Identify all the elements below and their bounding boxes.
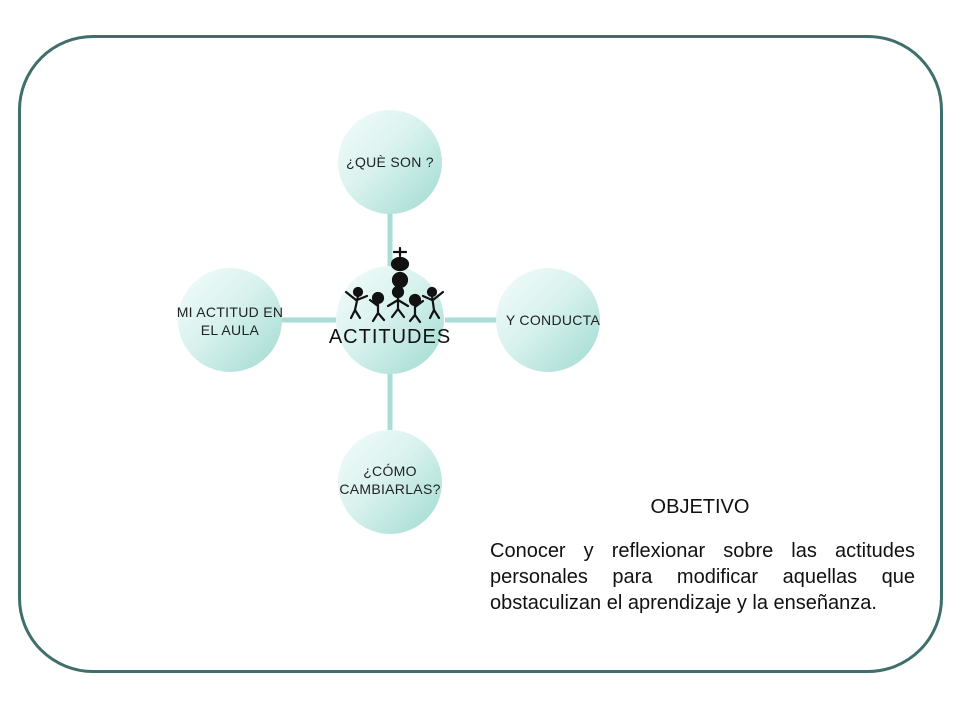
node-top-label: ¿QUÈ SON ? xyxy=(346,154,434,170)
node-bottom-label: ¿CÓMO CAMBIARLAS? xyxy=(339,463,441,497)
node-left-label: MI ACTITUD EN EL AULA xyxy=(176,304,284,338)
node-bottom xyxy=(338,430,442,534)
node-right-label: Y CONDUCTA xyxy=(505,312,601,328)
dancing-figures-clipart xyxy=(344,246,445,324)
node-top xyxy=(338,110,442,214)
objective-text: Conocer y reflexionar sobre las actitude… xyxy=(490,540,915,614)
node-center xyxy=(336,266,444,374)
node-right xyxy=(496,268,600,372)
objective-title: OBJETIVO xyxy=(650,496,750,518)
rounded-frame xyxy=(18,35,943,673)
center-label: ACTITUDES xyxy=(328,326,452,348)
node-left xyxy=(178,268,282,372)
